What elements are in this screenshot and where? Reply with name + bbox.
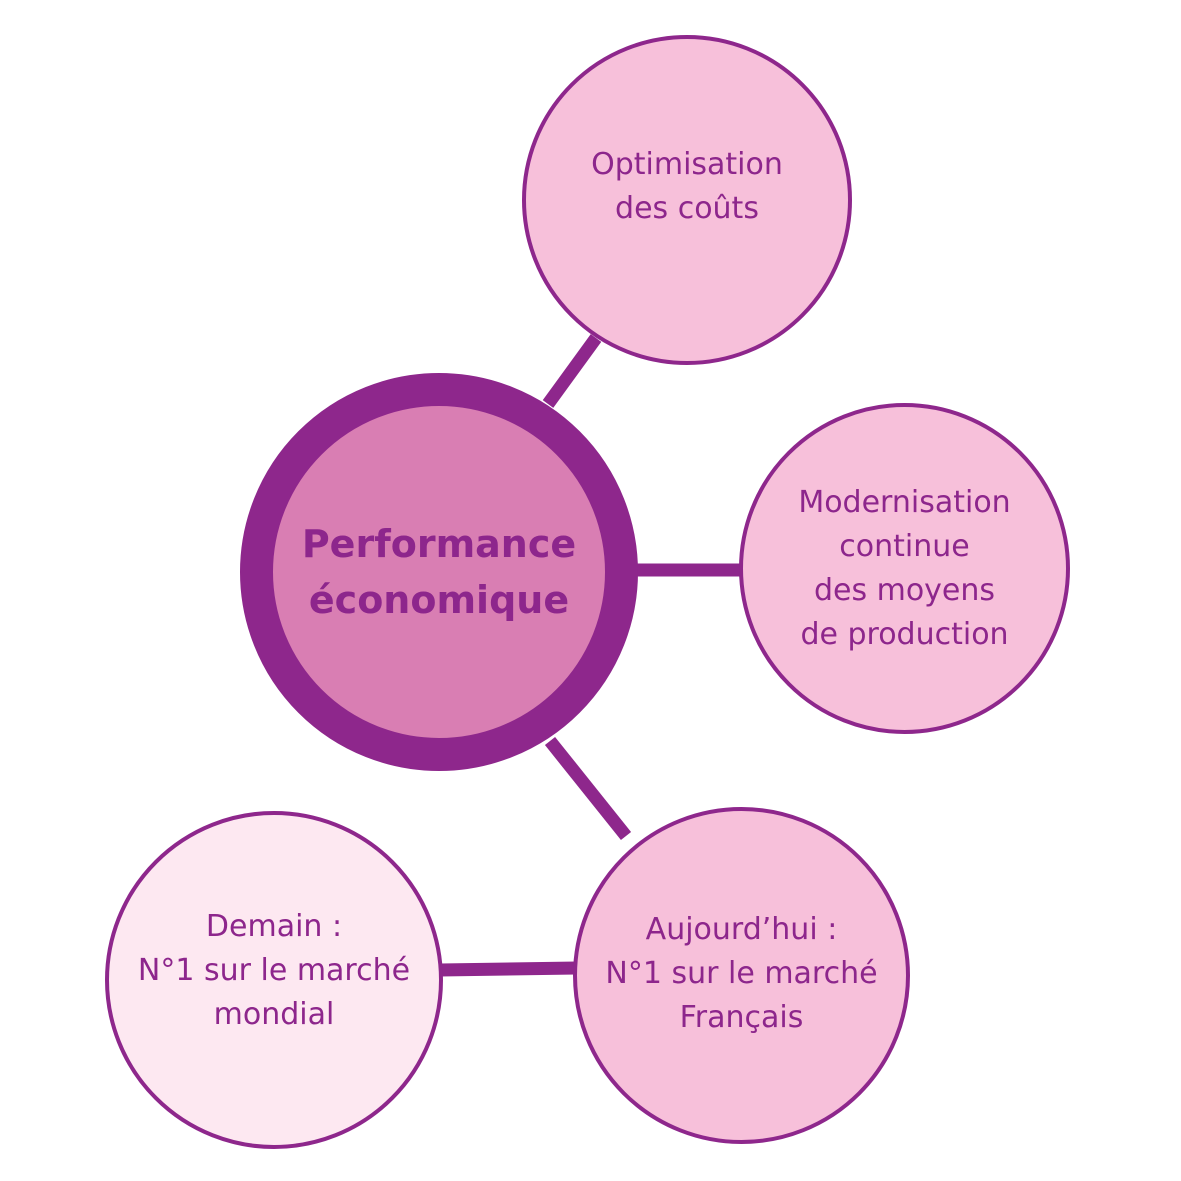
connector-center-aujourdhui [544,736,632,841]
connector-demain-aujourdhui [439,961,578,977]
node-optimisation-couts: Optimisation des coûts [522,35,852,365]
node-modernisation-label: Modernisation continue des moyens de pro… [798,484,1011,652]
connector-center-couts [542,334,602,408]
node-demain-label: Demain : N°1 sur le marché mondial [137,909,411,1032]
node-couts-label: Optimisation des coûts [591,147,783,226]
node-aujourdhui-label: Aujourd’hui : N°1 sur le marché Français [605,911,878,1035]
center-node-performance: Performance économique [240,373,638,771]
center-node-label: Performance économique [301,522,577,622]
node-demain: Demain : N°1 sur le marché mondial [105,811,443,1149]
node-modernisation: Modernisation continue des moyens de pro… [739,403,1070,734]
node-aujourdhui: Aujourd’hui : N°1 sur le marché Français [573,807,910,1144]
